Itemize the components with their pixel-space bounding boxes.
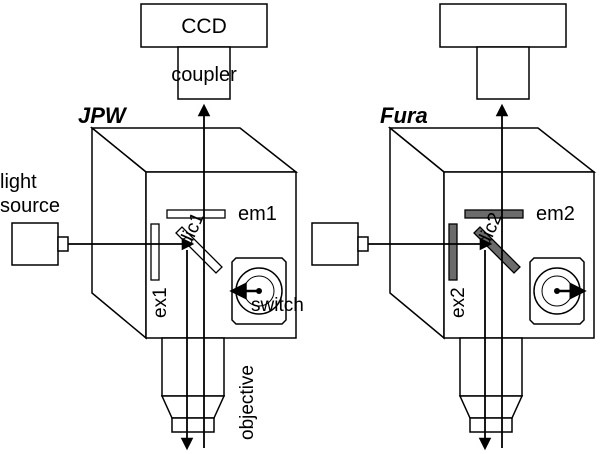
ccd-camera — [140, 3, 268, 48]
objective-label: objective — [237, 365, 258, 440]
light-source-nozzle-fura — [357, 236, 369, 252]
switch-label: switch — [251, 295, 304, 316]
light-source-label-line1: light — [0, 171, 37, 193]
light-source-label-line2: source — [0, 195, 60, 217]
ex1-filter — [150, 223, 160, 281]
coupler-label: coupler — [171, 64, 237, 86]
objective-taper-jpw — [160, 395, 226, 419]
em2-filter — [464, 209, 524, 219]
objective-upper-jpw — [161, 337, 225, 397]
objective-taper-fura — [458, 395, 524, 419]
em1-filter — [166, 209, 226, 219]
em2-label: em2 — [536, 203, 575, 225]
jpw-assembly: CCD coupler JPW em1 ex1 dic1 switch obje… — [0, 3, 304, 451]
ex2-label: ex2 — [448, 287, 469, 318]
coupler-left — [177, 46, 231, 100]
light-source-nozzle-jpw — [57, 236, 69, 252]
ex1-label: ex1 — [150, 287, 171, 318]
objective-tip-fura — [469, 417, 513, 433]
ex2-filter — [448, 223, 458, 281]
camera-right — [439, 3, 567, 48]
coupler-right — [476, 46, 530, 100]
light-source-box-fura — [311, 222, 359, 266]
fura-assembly: Fura em2 ex2 dic2 — [311, 3, 597, 451]
em1-label: em1 — [238, 203, 277, 225]
light-source-box-jpw — [11, 222, 59, 266]
ccd-label: CCD — [181, 15, 227, 38]
objective-tip-jpw — [171, 417, 215, 433]
fura-label: Fura — [380, 103, 428, 128]
objective-upper-fura — [459, 337, 523, 397]
jpw-label: JPW — [78, 103, 128, 128]
